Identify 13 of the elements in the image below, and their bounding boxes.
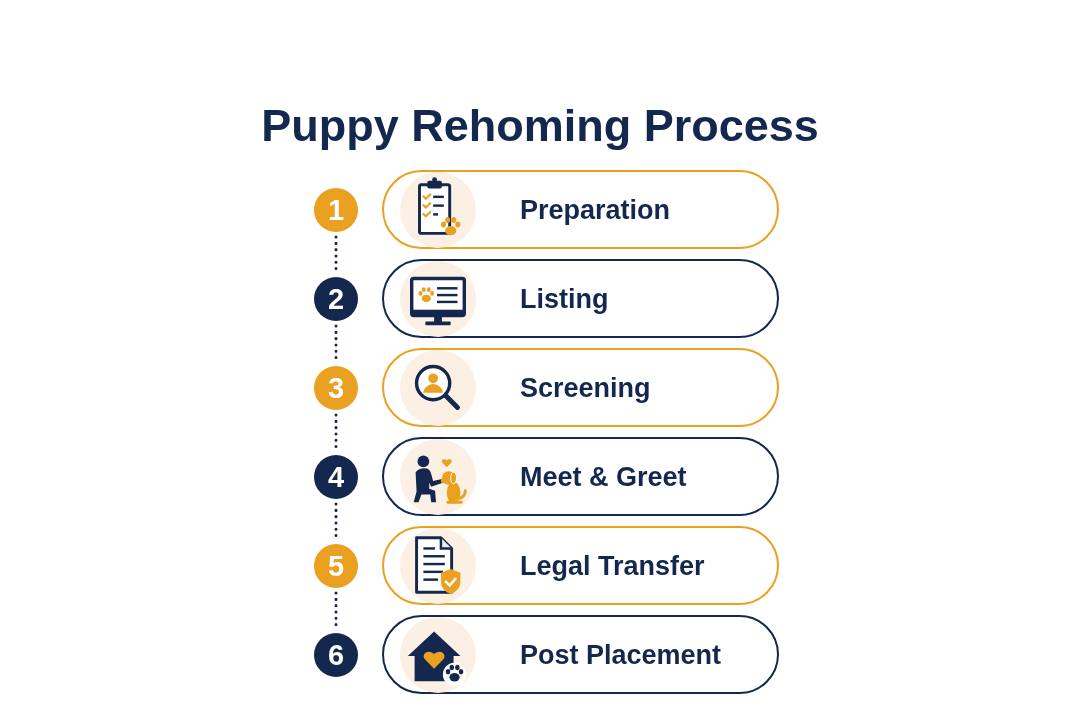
step-number: 5 [314,544,358,588]
step-title: Meet & Greet [520,460,687,493]
step-title: Post Placement [520,638,722,671]
step-number: 1 [314,188,358,232]
step-number: 4 [314,455,358,499]
step-title: Screening [520,371,651,404]
step-number: 2 [314,277,358,321]
step-title: Legal Transfer [520,549,705,582]
step-number: 6 [314,633,358,677]
step-title: Preparation [520,193,671,226]
step-title: Listing [520,282,609,315]
step-number: 3 [314,366,358,410]
title: Puppy Rehoming Process [261,100,819,151]
